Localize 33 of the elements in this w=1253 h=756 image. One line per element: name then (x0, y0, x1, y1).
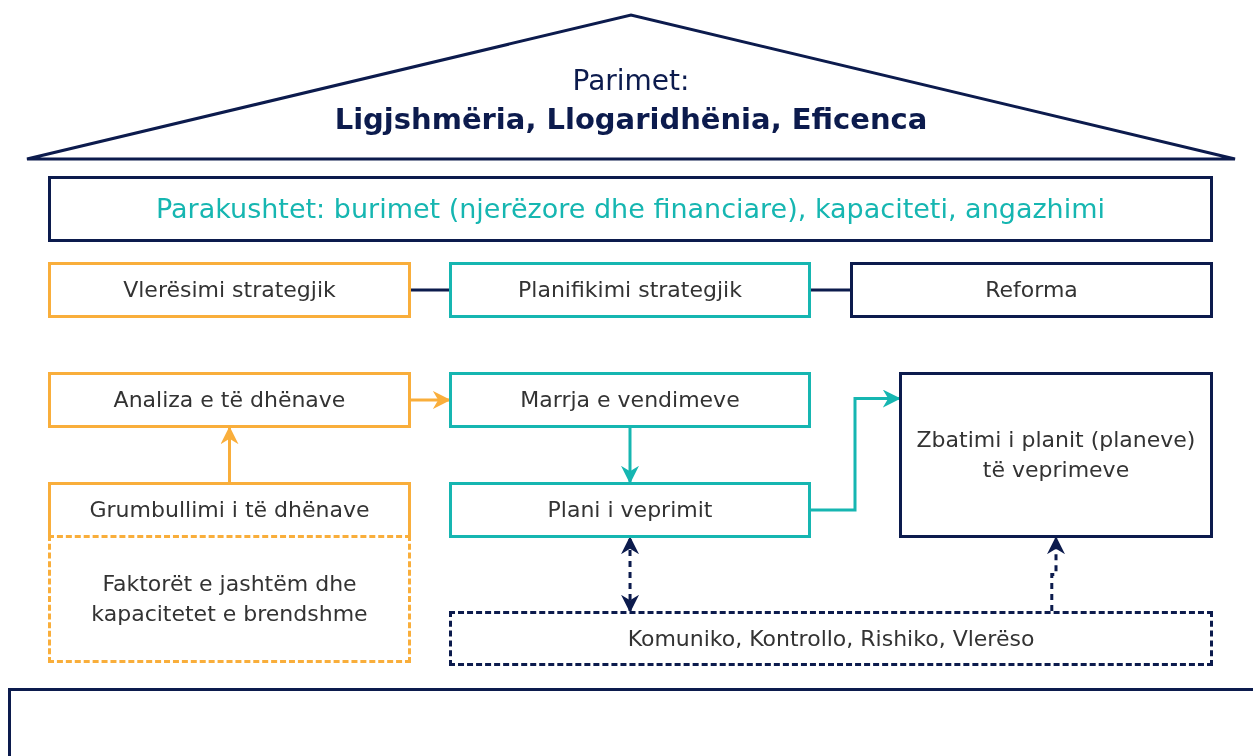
roof-heading: Parimet: (571, 63, 691, 100)
arrow (811, 389, 901, 512)
arrow (220, 426, 239, 482)
principles-text: Ligjshmëria, Llogaridhënia, Eficenca (333, 100, 929, 138)
process-box (850, 262, 1213, 318)
process-box (48, 262, 411, 318)
box-label: Zbatimi i planit (planeve) të veprimeve (915, 426, 1197, 484)
box-label: Faktorët e jashtëm dhe kapacitetet e brendshme (90, 570, 369, 628)
process-box (48, 372, 411, 428)
connector-line (811, 288, 850, 292)
box-label: Parakushtet: burimet (njerëzore dhe financiare), kapaciteti, angazhimi (154, 191, 1107, 226)
process-box (48, 482, 411, 538)
box-label: Komuniko, Kontrollo, Rishiko, Vlerëso (626, 624, 1036, 653)
arrow (411, 391, 451, 409)
box-label: Planifikimi strategjik (517, 276, 743, 305)
box-label: Analiza e të dhënave (112, 386, 347, 415)
process-box (899, 372, 1213, 538)
arrow (621, 536, 640, 613)
box-label: Reforma (984, 276, 1079, 305)
box-label: Vlerësimi strategjik (122, 276, 337, 305)
dashed-box (449, 611, 1213, 666)
process-box (449, 482, 811, 538)
process-box (449, 372, 811, 428)
roof-triangle (25, 13, 1237, 161)
box-label: Grumbullimi i të dhënave (88, 496, 371, 525)
arrow (1047, 536, 1065, 611)
process-box (449, 262, 811, 318)
arrow (621, 428, 639, 484)
dashed-box (48, 535, 411, 663)
connector-line (411, 288, 449, 292)
box-label: Marrja e vendimeve (519, 386, 741, 415)
box-label: Plani i veprimit (546, 496, 714, 525)
process-box (48, 176, 1213, 242)
